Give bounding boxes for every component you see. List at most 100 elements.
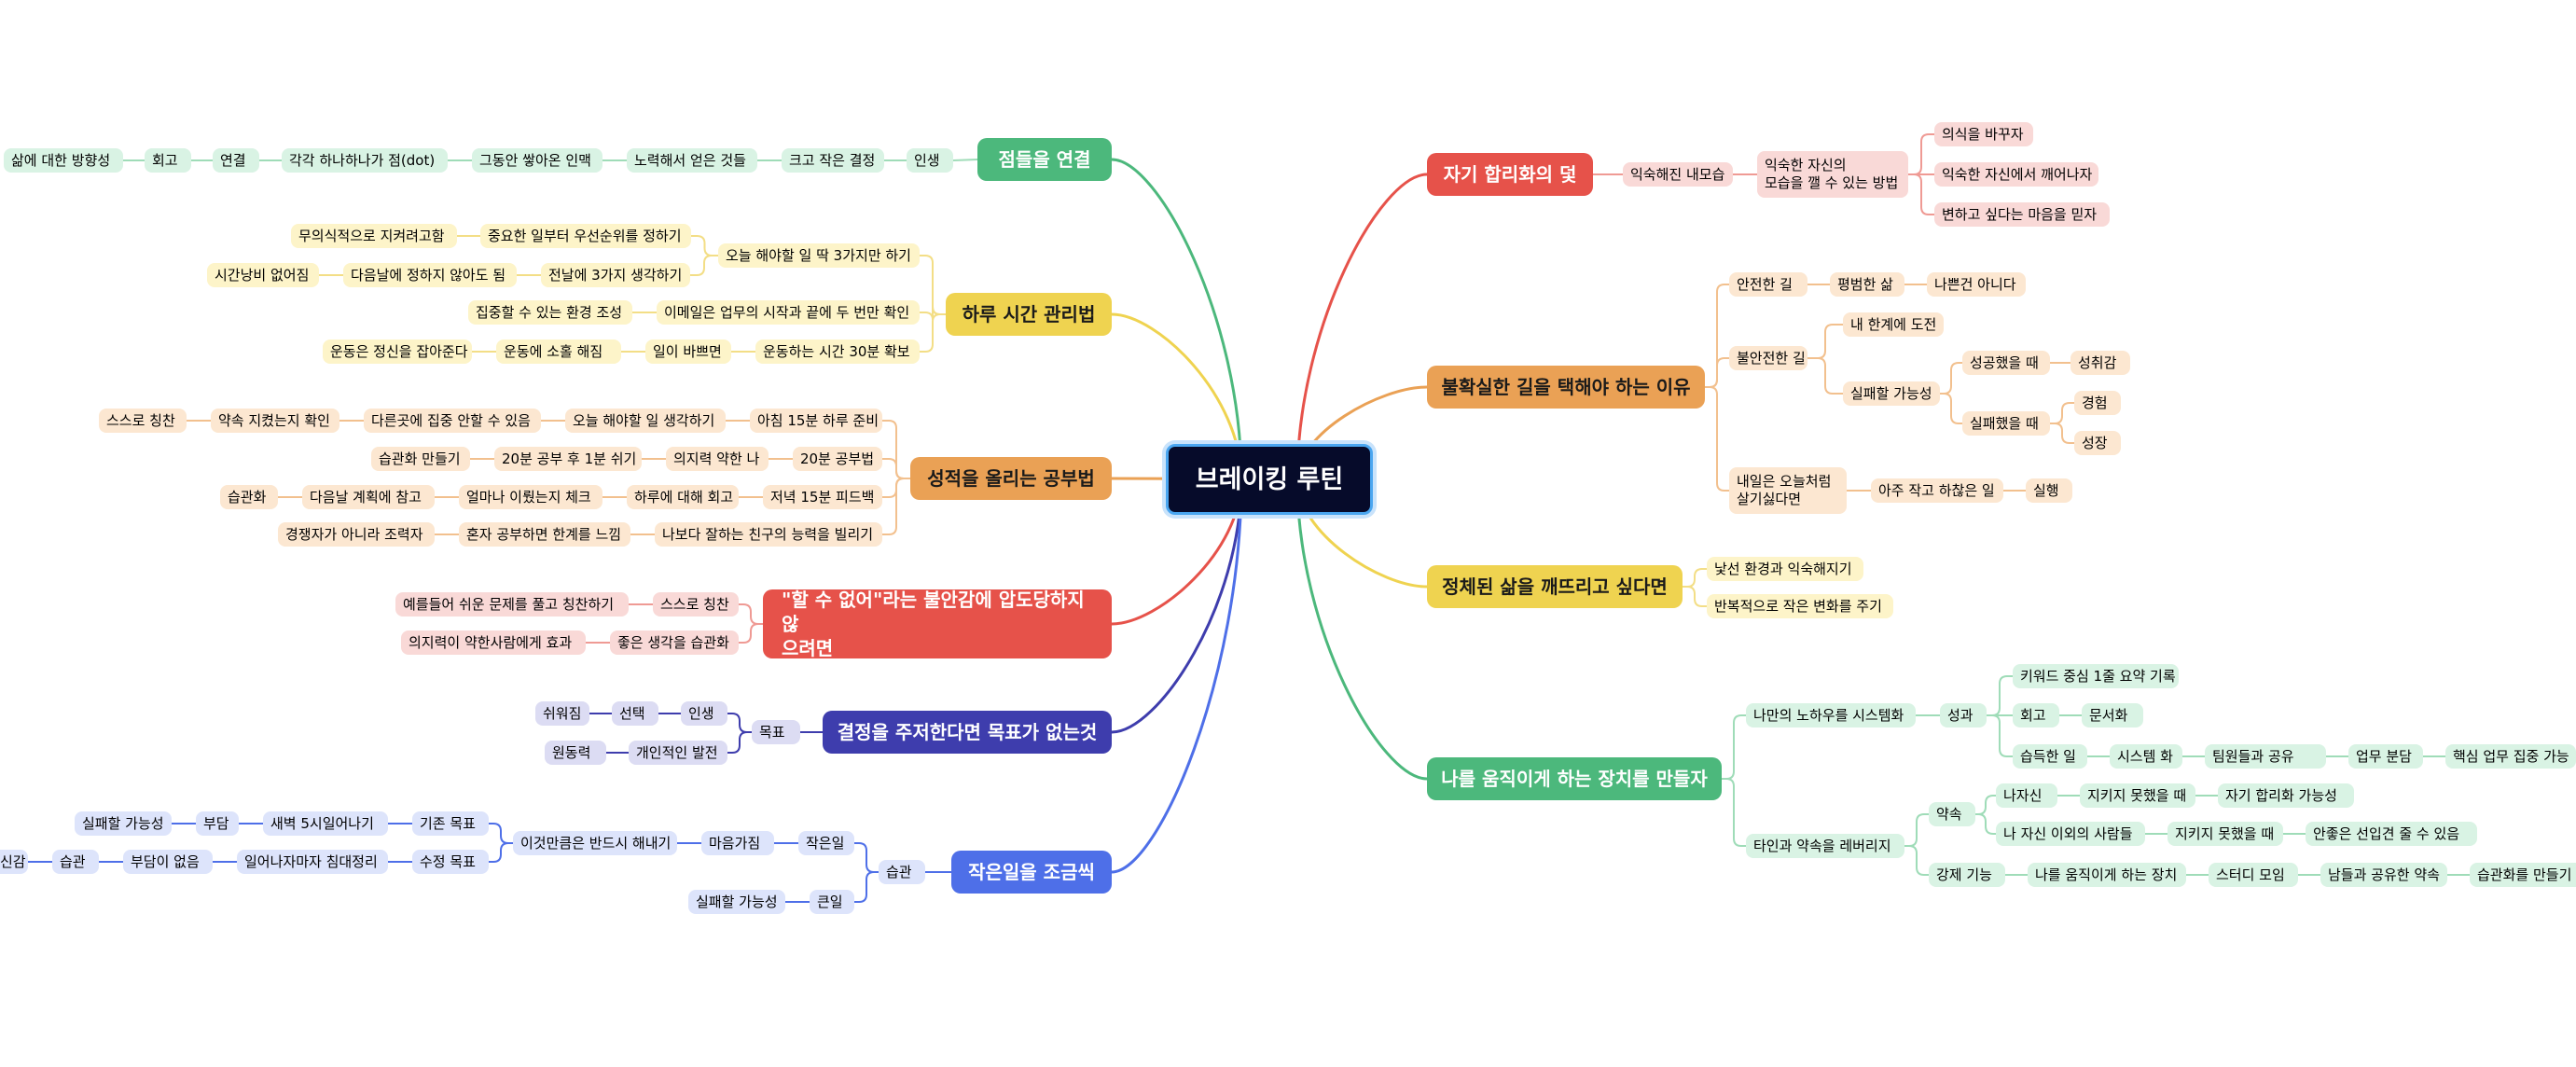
node-check-promise[interactable]: 약속 지켰는지 확인: [211, 409, 339, 433]
node-think-previous-day[interactable]: 전날에 3가지 생각하기: [541, 263, 690, 287]
node-easier[interactable]: 쉬워짐: [535, 701, 589, 726]
node-adapt-new-env[interactable]: 낯선 환경과 익숙해지기: [1707, 557, 1863, 581]
node-no-need-next-day[interactable]: 다음날에 정하지 않아도 됨: [343, 263, 517, 287]
node-shared-promise[interactable]: 남들과 공유한 약속: [2320, 863, 2447, 887]
node-other-people[interactable]: 나 자신 이외의 사람들: [1996, 822, 2145, 846]
node-self-praise[interactable]: 스스로 칭찬: [99, 409, 187, 433]
node-effective-weak[interactable]: 의지력이 약한사람에게 효과: [401, 630, 586, 655]
node-good-thought-habit[interactable]: 좋은 생각을 습관화: [610, 630, 739, 655]
node-wake-from-familiar[interactable]: 익숙한 자신에서 깨어나자: [1934, 162, 2098, 187]
node-revised-goal[interactable]: 수정 목표: [412, 850, 489, 874]
node-not-bad[interactable]: 나쁜건 아니다: [1927, 272, 2026, 297]
node-self-praise-2[interactable]: 스스로 칭찬: [653, 592, 739, 617]
branch-stagnant-life[interactable]: 정체된 삶을 깨뜨리고 싶다면: [1427, 565, 1683, 608]
node-small-work[interactable]: 작은일: [798, 831, 854, 855]
node-safe-path[interactable]: 안전한 길: [1729, 272, 1807, 297]
node-when-success[interactable]: 성공했을 때: [1962, 351, 2050, 375]
node-exercise-30[interactable]: 운동하는 시간 30분 확보: [755, 340, 920, 364]
node-think-today[interactable]: 오늘 해야할 일 생각하기: [565, 409, 726, 433]
node-unconscious[interactable]: 무의식적으로 지켜려고함: [291, 224, 457, 248]
node-ordinary-life[interactable]: 평범한 삶: [1830, 272, 1904, 297]
node-systemize-knowhow[interactable]: 나만의 노하우를 시스템화: [1746, 703, 1916, 728]
node-exercise-mind[interactable]: 운동은 정신을 잡아준다: [323, 340, 472, 364]
node-documentation[interactable]: 문서화: [2082, 703, 2143, 728]
node-goal[interactable]: 목표: [752, 720, 800, 744]
node-study-group[interactable]: 스터디 모임: [2209, 863, 2298, 887]
node-not-kept[interactable]: 지키지 못했을 때: [2080, 783, 2195, 808]
node-habit-2[interactable]: 습관: [52, 850, 99, 874]
node-forcing-function[interactable]: 강제 기능: [1929, 863, 2005, 887]
node-leverage-promise[interactable]: 타인과 약속을 레버리지: [1746, 834, 1904, 858]
node-big-small-decision[interactable]: 크고 작은 결정: [782, 148, 884, 173]
node-check-progress[interactable]: 얼마나 이뤘는지 체크: [459, 485, 602, 509]
node-experience[interactable]: 경험: [2074, 391, 2121, 415]
node-wake-5am[interactable]: 새벽 5시일어나기: [263, 811, 388, 836]
node-myself[interactable]: 나자신: [1996, 783, 2057, 808]
node-easy-problem[interactable]: 예를들어 쉬운 문제를 풀고 칭찬하기: [395, 592, 629, 617]
node-work-split[interactable]: 업무 분담: [2348, 744, 2423, 769]
node-when-busy[interactable]: 일이 바쁘면: [645, 340, 731, 364]
node-tiny-task[interactable]: 아주 작고 하찮은 일: [1871, 478, 2003, 503]
root-node[interactable]: 브레이킹 루틴: [1166, 444, 1373, 515]
branch-study[interactable]: 성적을 올리는 공부법: [910, 457, 1112, 500]
branch-anxiety[interactable]: "할 수 없어"라는 불안감에 압도당하지 않 으려면: [763, 589, 1112, 659]
node-no-waste[interactable]: 시간낭비 없어짐: [207, 263, 319, 287]
branch-decide[interactable]: 결정을 주저한다면 목표가 없는것: [823, 711, 1112, 754]
node-network[interactable]: 그동안 쌓아온 인맥: [472, 148, 602, 173]
node-life-2[interactable]: 인생: [681, 701, 727, 726]
node-believe-change[interactable]: 변하고 싶다는 마음을 믿자: [1934, 202, 2110, 227]
node-driving-force[interactable]: 원동력: [545, 741, 606, 765]
node-big-work[interactable]: 큰일: [810, 890, 854, 914]
node-bad-impression[interactable]: 안좋은 선입견 줄 수 있음: [2306, 822, 2477, 846]
node-choice[interactable]: 선택: [612, 701, 658, 726]
node-learned-work[interactable]: 습득한 일: [2013, 744, 2087, 769]
node-share-team[interactable]: 팀원들과 공유: [2205, 744, 2326, 769]
node-my-device[interactable]: 나를 움직이게 하는 장치: [2028, 863, 2186, 887]
node-no-distraction[interactable]: 다른곳에 집중 안할 수 있음: [364, 409, 541, 433]
node-systemize[interactable]: 시스템 화: [2110, 744, 2182, 769]
node-evening-15[interactable]: 저녁 15분 피드백: [763, 485, 882, 509]
node-helper[interactable]: 경쟁자가 아니라 조력자: [278, 522, 435, 547]
branch-self-justification[interactable]: 자기 합리화의 덫: [1427, 153, 1593, 196]
node-1min-rest[interactable]: 20분 공부 후 1분 쉬기: [494, 447, 642, 471]
node-focus-env[interactable]: 집중할 수 있는 환경 조성: [468, 300, 632, 325]
node-promise[interactable]: 약속: [1929, 802, 1975, 826]
node-burden[interactable]: 부담: [196, 811, 239, 836]
node-retro[interactable]: 회고: [145, 148, 191, 173]
node-neglect-exercise[interactable]: 운동에 소홀 해짐: [496, 340, 621, 364]
node-fail-chance[interactable]: 실패할 가능성: [75, 811, 172, 836]
node-self-justify-chance[interactable]: 자기 합리화 가능성: [2218, 783, 2354, 808]
node-fail-chance-2[interactable]: 실패할 가능성: [688, 890, 785, 914]
node-action[interactable]: 실행: [2026, 478, 2072, 503]
node-no-burden[interactable]: 부담이 없음: [123, 850, 213, 874]
node-original-goal[interactable]: 기존 목표: [412, 811, 489, 836]
node-when-fail[interactable]: 실패했을 때: [1962, 411, 2050, 436]
node-change-mind[interactable]: 의식을 바꾸자: [1934, 122, 2033, 146]
node-not-kept-2[interactable]: 지키지 못했을 때: [2167, 822, 2283, 846]
node-must-do[interactable]: 이것만큼은 반드시 해내기: [513, 831, 677, 855]
node-morning-15[interactable]: 아침 15분 하루 준비: [750, 409, 882, 433]
node-earned-by-effort[interactable]: 노력해서 얻은 것들: [627, 148, 757, 173]
node-borrow-friend[interactable]: 나보다 잘하는 친구의 능력을 빌리기: [655, 522, 882, 547]
branch-connect-dots[interactable]: 점들을 연결: [977, 138, 1112, 181]
node-make-habit[interactable]: 습관화 만들기: [371, 447, 470, 471]
node-each-dot[interactable]: 각각 하나하나가 점(dot): [282, 148, 448, 173]
node-habitize[interactable]: 습관화: [220, 485, 278, 509]
node-small-change[interactable]: 반복적으로 작은 변화를 주기: [1707, 594, 1893, 618]
node-not-like-today[interactable]: 내일은 오늘처럼 살기싫다면: [1729, 467, 1847, 514]
node-challenge-limit[interactable]: 내 한계에 도전: [1843, 312, 1944, 337]
branch-uncertain-path[interactable]: 불확실한 길을 택해야 하는 이유: [1427, 366, 1705, 409]
node-unsafe-path[interactable]: 불안전한 길: [1729, 346, 1807, 370]
node-break-method[interactable]: 익숙한 자신의 모습을 깰 수 있는 방법: [1757, 151, 1908, 198]
node-habit[interactable]: 습관: [879, 860, 925, 884]
node-result[interactable]: 성과: [1940, 703, 1987, 728]
node-alone-limit[interactable]: 혼자 공부하면 한계를 느낌: [459, 522, 630, 547]
node-do-3-things[interactable]: 오늘 해야할 일 딱 3가지만 하기: [718, 243, 920, 268]
node-day-retro[interactable]: 하루에 대해 회고: [627, 485, 739, 509]
node-connect[interactable]: 연결: [213, 148, 259, 173]
node-mindset[interactable]: 마음가짐: [701, 831, 774, 855]
node-personal-growth[interactable]: 개인적인 발전: [629, 741, 727, 765]
node-retro-r[interactable]: 회고: [2013, 703, 2059, 728]
node-growth[interactable]: 성장: [2074, 431, 2121, 455]
node-make-habit-r[interactable]: 습관화를 만들기: [2470, 863, 2576, 887]
